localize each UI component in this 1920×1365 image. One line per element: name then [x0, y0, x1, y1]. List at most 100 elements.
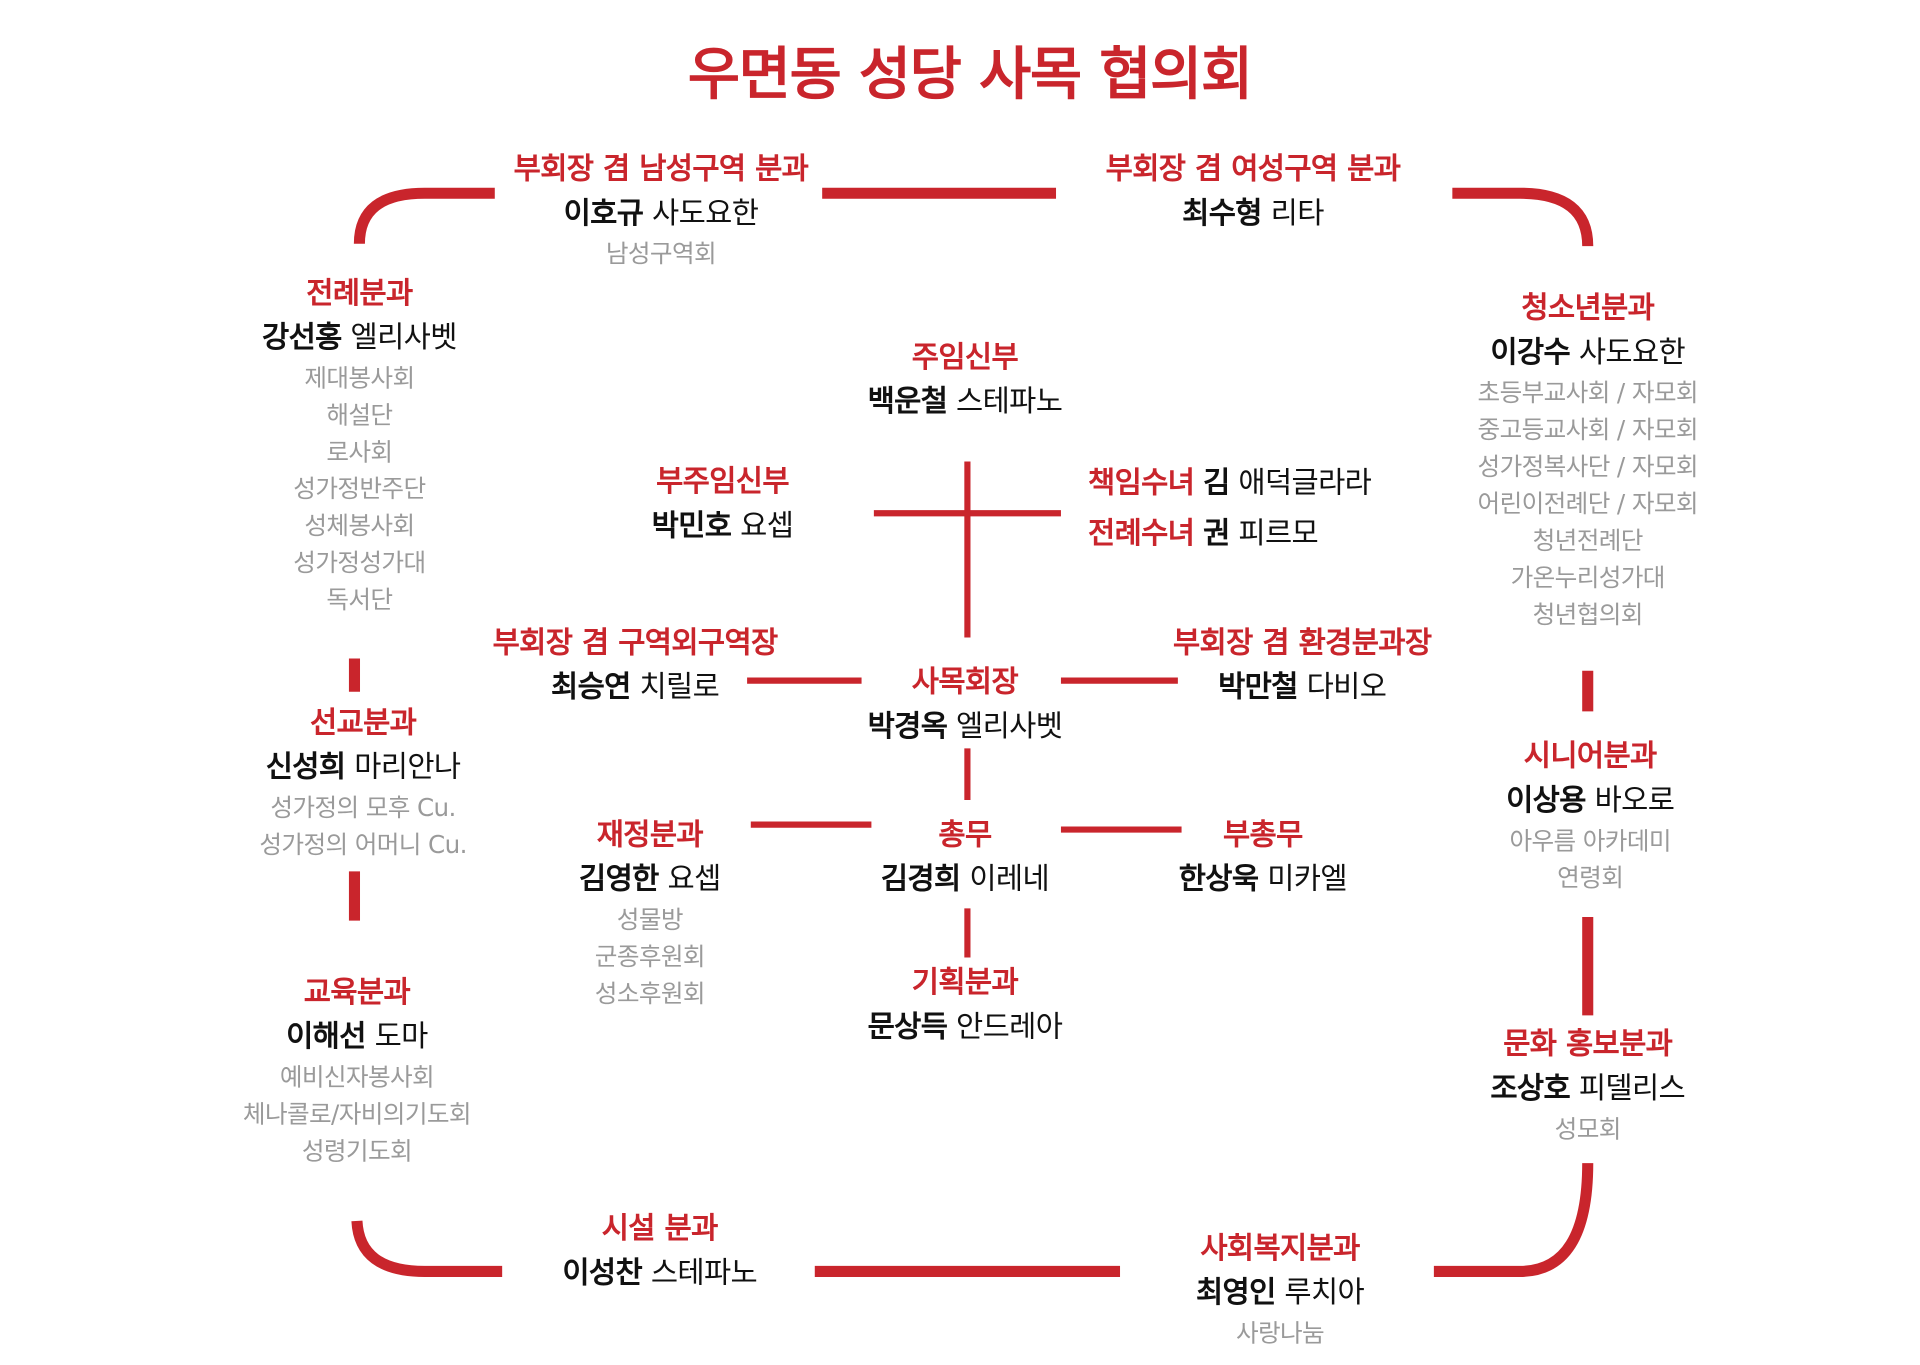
- sub-group: 성가정의 모후 Cu.: [270, 792, 456, 823]
- sub-group: 성모회: [1554, 1113, 1622, 1144]
- sister-surname: 김: [1203, 465, 1230, 500]
- person-surname-given: 신성희: [265, 749, 346, 785]
- sub-group: 군종후원회: [594, 941, 706, 972]
- person-name: 김경희 이레네: [881, 857, 1050, 901]
- role-label: 교육분과: [303, 974, 411, 1010]
- person-name: 이상용 바오로: [1506, 778, 1675, 822]
- baptismal-name: 다비오: [1306, 669, 1387, 705]
- sub-group: 어린이전례단 / 자모회: [1477, 488, 1699, 519]
- baptismal-name: 요셉: [740, 508, 794, 543]
- person-name: 신성희 마리안나: [259, 745, 466, 789]
- frame-top-right: [1452, 187, 1594, 247]
- frame-bottom-left: [351, 1220, 503, 1277]
- sub-group: 중고등교사회 / 자모회: [1477, 414, 1699, 445]
- sub-group: 해설단: [326, 400, 393, 430]
- sister-role: 책임수녀: [1088, 465, 1195, 500]
- role-label: 전례분과: [306, 275, 413, 311]
- role-label: 시설 분과: [601, 1211, 719, 1246]
- person-surname-given: 조상호: [1490, 1070, 1571, 1106]
- baptismal-name: 엘리사벳: [956, 708, 1063, 744]
- role-label: 기획분과: [911, 964, 1019, 1000]
- baptismal-name: 요셉: [667, 861, 722, 897]
- person-surname-given: 최수형: [1182, 195, 1262, 231]
- baptismal-name: 피델리스: [1578, 1070, 1686, 1106]
- role-label: 부회장 겸 여성구역 분과: [1105, 151, 1401, 186]
- role-label: 총무: [938, 817, 992, 852]
- role-label: 부주임신부: [656, 464, 789, 499]
- baptismal-name: 엘리사벳: [350, 320, 458, 355]
- baptismal-name: 루치아: [1284, 1275, 1365, 1310]
- sub-group: 성가정의 어머니 Cu.: [259, 829, 467, 860]
- role-label: 시니어분과: [1523, 738, 1657, 773]
- sub-group: 사랑나눔: [1235, 1318, 1325, 1348]
- sub-group: 체나콜로/자비의기도회: [242, 1099, 472, 1129]
- person-surname-given: 김영한: [579, 861, 659, 897]
- sub-group: 남성구역회: [605, 238, 717, 269]
- sister-role: 전례수녀: [1088, 515, 1195, 551]
- person-surname-given: 이강수: [1490, 334, 1571, 370]
- sub-group: 성물방: [616, 904, 684, 935]
- sister-baptismal-name: 애덕글라라: [1238, 465, 1372, 500]
- role-label: 부회장 겸 구역외구역장: [492, 625, 779, 660]
- role-label: 청소년분과: [1521, 290, 1655, 325]
- sister-row: 책임수녀 김 애덕글라라: [1088, 458, 1372, 508]
- baptismal-name: 치릴로: [639, 669, 720, 705]
- person-surname-given: 백운철: [867, 384, 948, 419]
- baptismal-name: 바오로: [1594, 782, 1675, 818]
- role-label: 사목회장: [911, 664, 1019, 700]
- person-name: 문상득 안드레아: [868, 1004, 1063, 1048]
- person-name: 이성찬 스테파노: [562, 1250, 757, 1294]
- person-name: 이해선 도마: [243, 1014, 471, 1058]
- sub-group: 연령회: [1557, 862, 1624, 893]
- sub-group: 성가정반주단: [293, 473, 426, 504]
- sub-group: 성가정복사단 / 자모회: [1477, 451, 1699, 482]
- baptismal-name: 미카엘: [1267, 861, 1347, 897]
- person-name: 조상호 피델리스: [1490, 1066, 1685, 1110]
- role-label: 주임신부: [911, 339, 1019, 375]
- person-surname-given: 이상용: [1506, 782, 1586, 818]
- person-surname-given: 박만철: [1218, 669, 1298, 705]
- sub-group: 청년전례단: [1532, 525, 1644, 556]
- person-name: 강선홍 엘리사벳: [262, 315, 457, 359]
- baptismal-name: 사도요한: [652, 195, 759, 231]
- person-name: 이호규 사도요한: [514, 191, 809, 235]
- person-name: 이강수 사도요한: [1478, 330, 1698, 374]
- person-surname-given: 한상욱: [1178, 861, 1259, 897]
- sister-surname: 권: [1203, 515, 1230, 551]
- baptismal-name: 안드레아: [956, 1009, 1063, 1044]
- role-label: 부총무: [1222, 817, 1303, 852]
- sub-group: 성체봉사회: [304, 510, 415, 541]
- frame-bottom-right: [1433, 1163, 1594, 1277]
- baptismal-name: 스테파노: [956, 384, 1063, 419]
- person-surname-given: 강선홍: [262, 320, 342, 355]
- baptismal-name: 도마: [374, 1019, 429, 1054]
- page-title: 우면동 성당 사목 협의회: [687, 40, 1253, 108]
- person-surname-given: 박민호: [651, 508, 732, 543]
- person-surname-given: 이해선: [286, 1019, 366, 1054]
- person-surname-given: 문상득: [867, 1009, 948, 1044]
- baptismal-name: 스테파노: [650, 1255, 758, 1290]
- person-surname-given: 이호규: [563, 195, 644, 231]
- person-name: 김영한 요셉: [579, 857, 721, 901]
- sister-row: 전례수녀 권 피르모: [1088, 508, 1371, 558]
- person-surname-given: 최승연: [551, 669, 631, 705]
- person-name: 최영인 루치아: [1196, 1270, 1365, 1314]
